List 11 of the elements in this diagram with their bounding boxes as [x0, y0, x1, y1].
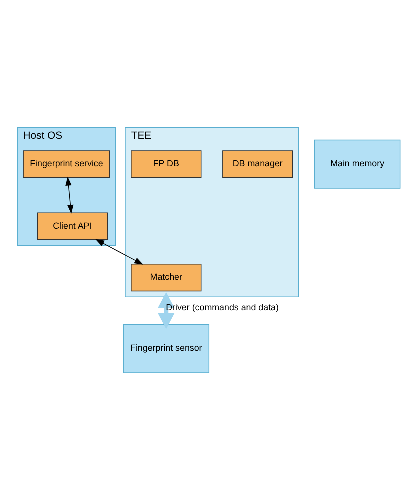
node-box: Client API — [37, 212, 108, 240]
node-box: Matcher — [131, 264, 202, 292]
node-box: DB manager — [222, 150, 294, 178]
arrow — [96, 239, 144, 265]
node-box: Fingerprint service — [23, 150, 110, 178]
arrow — [158, 292, 175, 330]
node-box: FP DB — [131, 150, 202, 178]
node-box: Fingerprint sensor — [123, 324, 210, 374]
node-box: Main memory — [314, 140, 401, 189]
arrow — [66, 176, 74, 214]
edge-label: Driver (commands and data) — [166, 302, 279, 312]
